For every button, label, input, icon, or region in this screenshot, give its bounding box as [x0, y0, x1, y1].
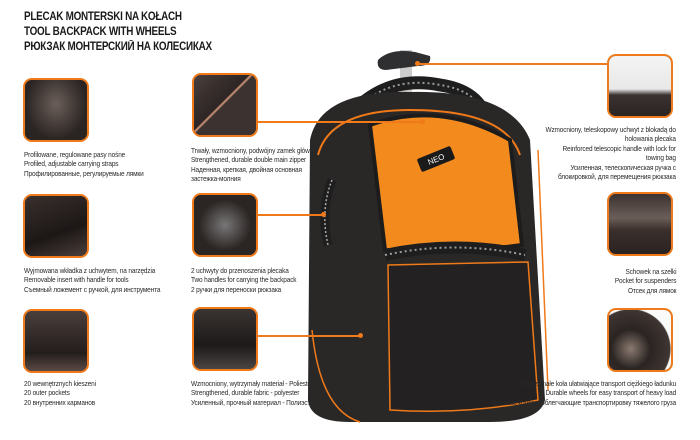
- caption-ru: Усиленная, телескопическая ручка с: [570, 162, 677, 172]
- caption-material: Wzmocniony, wytrzymały materiał - Polies…: [191, 379, 331, 407]
- caption-ru-2: блокировкой, для перемещения рюкзака: [558, 172, 676, 182]
- caption-ru: 2 ручки для переноски рюкзака: [191, 284, 282, 294]
- caption-pl: 20 wewnętrznych kieszeni: [24, 379, 96, 388]
- caption-en: Durable wheels for easy transport of hea…: [545, 388, 676, 398]
- title-pl: PLECAK MONTERSKI NA KOŁACH: [24, 11, 182, 23]
- telescopic-photo: [607, 54, 673, 118]
- caption-wheels: Wytrzymałe koła ułatwiające transport ci…: [470, 379, 677, 407]
- caption-pl: Wytrzymałe koła ułatwiające transport ci…: [521, 379, 676, 388]
- caption-ru: Наденная, крепкая, двойная основная: [191, 164, 302, 174]
- title-en: TOOL BACKPACK WITH WHEELS: [24, 26, 177, 38]
- caption-telescopic: Wzmocniony, teleskopowy uchwyt z blokadą…: [531, 125, 676, 181]
- caption-handles: 2 uchwyty do przenoszenia plecaka Two ha…: [191, 266, 308, 294]
- caption-pl: Wzmocniony, wytrzymały materiał - Polies…: [191, 379, 314, 388]
- caption-pl: Trwały, wzmocniony, podwójny zamek główn…: [191, 146, 317, 155]
- caption-en: Two handles for carrying the backpack: [191, 275, 297, 285]
- connector-handles: [258, 214, 324, 216]
- caption-ru: Прочные колеса, облегчающие транспортиро…: [490, 397, 677, 407]
- caption-ru-2: застежка-молния: [191, 174, 241, 184]
- caption-en: Strengthened, durable fabric - polyester: [191, 388, 300, 398]
- caption-ru: Отсек для лямок: [627, 285, 676, 295]
- orange-front-panel: [370, 115, 522, 252]
- caption-pl-2: holowania plecaka: [625, 134, 676, 144]
- caption-pl: Wzmocniony, teleskopowy uchwyt z blokadą…: [545, 125, 676, 134]
- caption-ru: Съемный ложемент с ручкой, для инструмен…: [24, 284, 161, 294]
- caption-ru: Усиленный, прочный материал - Полиэстер: [191, 397, 318, 407]
- caption-ru: 20 внутренних карманов: [24, 397, 96, 407]
- caption-en-2: towing bag: [646, 153, 676, 163]
- connector-telescopic: [418, 63, 608, 65]
- connector-material: [258, 335, 361, 337]
- material-photo: [192, 307, 258, 371]
- zipper-photo: [192, 73, 258, 137]
- caption-suspenders: Schowek na szelki Pocket for suspenders …: [608, 267, 676, 295]
- connector-dot: [420, 119, 425, 124]
- caption-pl: Profilowane, regulowane pasy nośne: [24, 150, 126, 159]
- caption-pockets: 20 wewnętrznych kieszeni 20 outer pocket…: [24, 379, 104, 407]
- telescopic-handle-icon: [377, 51, 431, 70]
- connector-dot: [415, 61, 420, 66]
- title-ru: РЮКЗАК МОНТЕРСКИЙ НА КОЛЕСИКАХ: [24, 41, 212, 53]
- product-title: PLECAK MONTERSKI NA KOŁACH TOOL BACKPACK…: [24, 10, 242, 55]
- insert-photo: [23, 194, 89, 258]
- caption-pl: Wyjmowana wkładka z uchwytem, na narzędz…: [24, 266, 156, 275]
- caption-pl: 2 uchwyty do przenoszenia plecaka: [191, 266, 289, 275]
- connector-dot: [321, 212, 326, 217]
- handles-photo: [192, 193, 258, 257]
- caption-pl: Schowek na szelki: [625, 267, 676, 276]
- caption-insert: Wyjmowana wkładka z uchwytem, na narzędz…: [24, 266, 175, 294]
- wheels-photo: [607, 308, 673, 372]
- backpack-image: NEO: [308, 50, 549, 423]
- caption-en: Profiled, adjustable carrying straps: [24, 159, 119, 169]
- caption-zipper: Trwały, wzmocniony, podwójny zamek główn…: [191, 146, 330, 184]
- connector-zipper: [258, 121, 423, 123]
- caption-en: 20 outer pockets: [24, 388, 70, 398]
- straps-photo: [23, 78, 89, 142]
- neo-logo: [417, 146, 455, 172]
- caption-en: Reinforced telescopic handle with lock f…: [562, 143, 676, 153]
- lower-pocket: [387, 261, 539, 412]
- connector-dot: [358, 333, 363, 338]
- suspenders-photo: [607, 192, 673, 256]
- caption-en: Removable insert with handle for tools: [24, 275, 129, 285]
- caption-en: Pocket for suspenders: [614, 276, 676, 286]
- caption-en: Strengthened, durable double main zipper: [191, 155, 307, 165]
- caption-ru: Профилированные, регулируемые лямки: [24, 168, 144, 178]
- pockets-photo: [23, 309, 89, 373]
- caption-straps: Profilowane, regulowane pasy nośne Profi…: [24, 150, 157, 178]
